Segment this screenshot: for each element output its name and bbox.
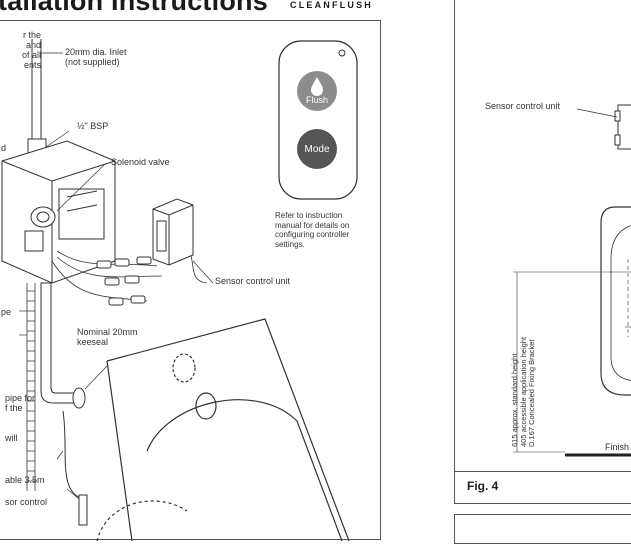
sensor-cable: [62, 410, 88, 526]
remote-note-line: settings.: [275, 239, 305, 249]
sensor-unit-label: Sensor control unit: [215, 276, 291, 286]
keeseal-label-line: keeseal: [77, 337, 109, 347]
inlet-label-line: 20mm dia. Inlet: [65, 47, 127, 57]
keeseal-pipe: [40, 282, 86, 409]
pipe-note-line: f the: [5, 403, 23, 413]
figure-label: Fig. 4: [467, 479, 499, 493]
figure-caption-divider: [455, 471, 631, 472]
pipe-note-line: pipe for: [5, 393, 36, 403]
clipped-note-line: ents: [23, 60, 41, 70]
sensor-unit-outline: [614, 104, 631, 150]
cable-connectors: [96, 256, 152, 306]
clipped-note-line: of all: [21, 50, 41, 60]
figure-4-diagram: [513, 104, 631, 457]
flush-button-label: Flush: [306, 95, 328, 105]
clipped-note: r the and of all ents: [11, 30, 41, 70]
clipped-d-label: d: [1, 143, 7, 153]
remote-note-line: Refer to instruction: [275, 211, 343, 220]
mode-button-label: Mode: [304, 144, 329, 155]
brand-logo: CLEANFLUSH: [290, 0, 373, 10]
next-panel: [454, 514, 631, 544]
remote-note-line: configuring controller: [275, 230, 350, 239]
sensor-unit-leader: [576, 108, 618, 118]
pipe-note: pipe for f the: [5, 393, 35, 413]
sensor-control-unit: [152, 198, 194, 266]
bsp-label: ½" BSP: [77, 121, 109, 131]
sensor-control-label: sor control: [5, 497, 48, 507]
remote-controller: [278, 40, 358, 200]
will-label: will: [5, 433, 18, 443]
installation-diagram: Flush Mode: [1, 39, 358, 541]
urinal-front-outline: [600, 206, 631, 396]
finish-label: Finish: [605, 442, 630, 452]
remote-note: Refer to instruction manual for details …: [275, 211, 349, 249]
inlet-label-line: (not supplied): [65, 57, 120, 67]
installation-diagram-panel: Flush Mode r the and of all ents 20mm di…: [0, 20, 381, 541]
cable-label: able 3.5m: [5, 475, 45, 485]
keeseal-label-line: Nominal 20mm: [77, 327, 138, 337]
clipped-note-line: r the: [22, 30, 41, 40]
page-title: tallation Instructions: [0, 0, 268, 16]
clipped-pe-label: pe: [1, 307, 12, 317]
remote-note-line: manual for details on: [275, 220, 350, 230]
urinal-outline: [96, 318, 350, 541]
dimension-lines: [513, 271, 631, 453]
solenoid-label: Solenoid valve: [111, 157, 170, 167]
inlet-label: 20mm dia. Inlet (not supplied): [65, 47, 127, 67]
flexible-pipe: [26, 283, 36, 491]
fig4-sensor-unit-label: Sensor control unit: [485, 101, 561, 111]
keeseal-label: Nominal 20mm keeseal: [77, 327, 138, 347]
solenoid-valve: [24, 206, 56, 252]
inlet-pipe: [31, 39, 42, 141]
dimension-label: D.167 Concealed Fixing Bracket: [527, 339, 536, 447]
flush-button: [297, 71, 337, 111]
leader-lines: [19, 52, 214, 500]
mode-button: [297, 129, 337, 169]
dimension-labels: 615 approx. standard height 405 accessib…: [510, 337, 537, 447]
figure-4-panel: Sensor control unit 615 approx. standard…: [454, 0, 631, 504]
clipped-note-line: and: [25, 40, 41, 50]
